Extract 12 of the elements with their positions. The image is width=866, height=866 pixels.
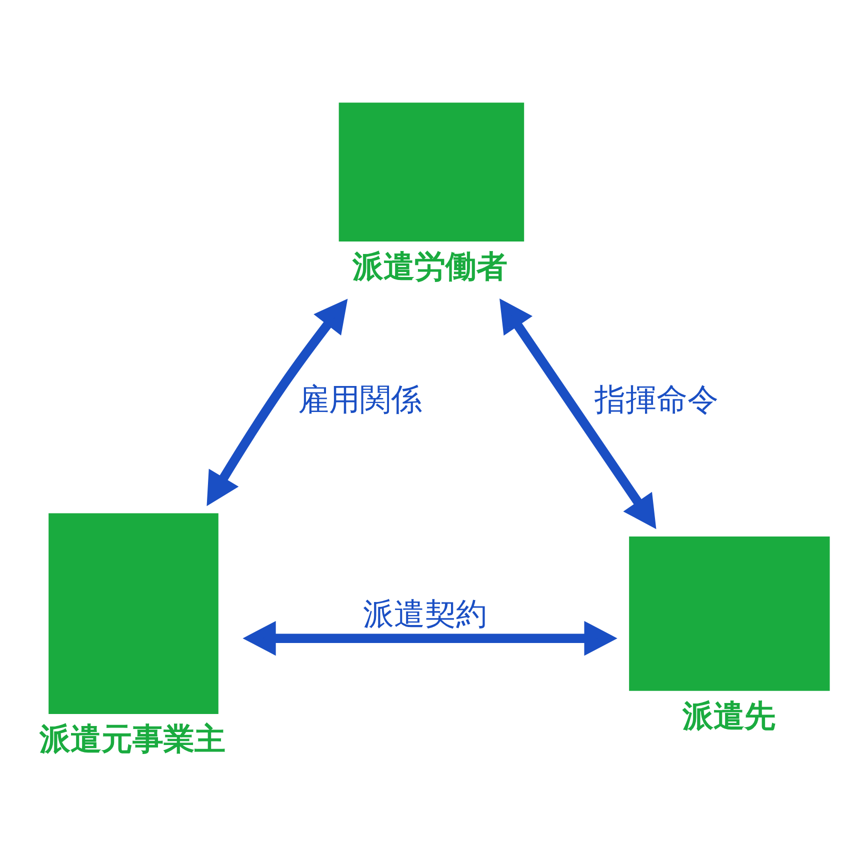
edge-label: 雇用関係 bbox=[298, 382, 422, 418]
edge-label: 指揮命令 bbox=[594, 382, 719, 418]
node-label: 派遣先 bbox=[682, 698, 776, 734]
arrow bbox=[206, 298, 348, 506]
node-label: 派遣元事業主 bbox=[39, 721, 226, 758]
node-label: 派遣労働者 bbox=[352, 249, 508, 286]
node-box bbox=[338, 102, 524, 242]
arrow bbox=[242, 620, 618, 656]
node-box bbox=[48, 513, 218, 714]
node-box bbox=[629, 536, 830, 691]
arrow bbox=[500, 298, 656, 530]
edge-label: 派遣契約 bbox=[362, 596, 488, 632]
